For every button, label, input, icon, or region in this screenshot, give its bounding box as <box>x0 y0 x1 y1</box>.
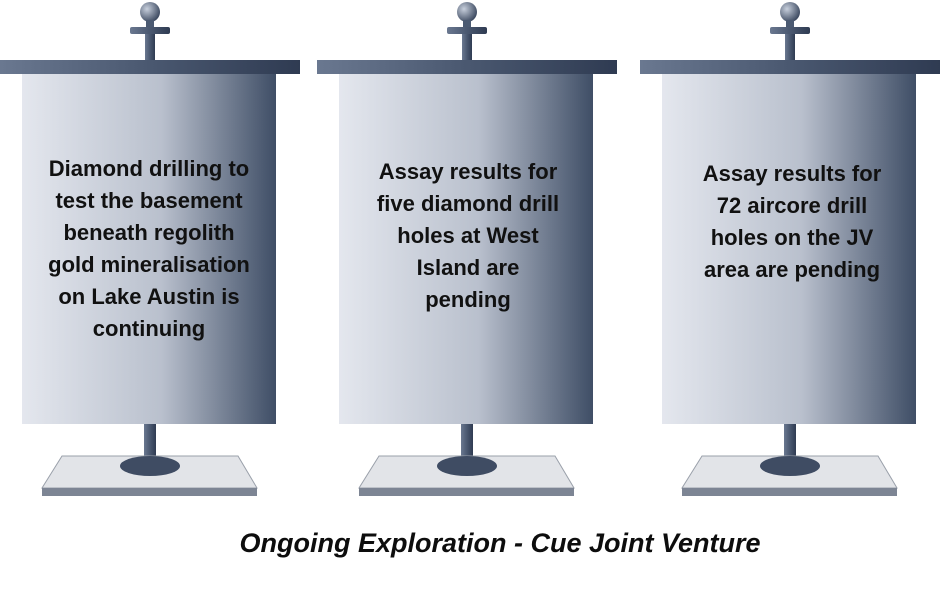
banner-stand-graphic <box>640 2 940 496</box>
banner-cloth <box>662 74 916 424</box>
pole-foot <box>437 456 497 476</box>
banner-text-1: Diamond drilling to test the basement be… <box>48 156 250 341</box>
pole <box>461 424 473 458</box>
knob-icon <box>780 2 800 22</box>
slide-caption: Ongoing Exploration - Cue Joint Venture <box>239 528 761 558</box>
pole <box>784 424 796 458</box>
banner-stand-1: Diamond drilling to test the basement be… <box>0 0 300 500</box>
pole-foot <box>760 456 820 476</box>
top-rod <box>0 60 300 74</box>
banner-stand-graphic <box>317 2 617 496</box>
pole <box>144 424 156 458</box>
top-rod <box>317 60 617 74</box>
banner-stand-2: Assay results for five diamond drill hol… <box>317 0 617 500</box>
knob-icon <box>457 2 477 22</box>
knob-icon <box>140 2 160 22</box>
banner-text-3: Assay results for 72 aircore drill holes… <box>702 161 882 282</box>
banner-stand-graphic <box>0 2 300 496</box>
banner-cloth <box>22 74 276 424</box>
pole-foot <box>120 456 180 476</box>
banner-cloth <box>339 74 593 424</box>
banner-stand-3: Assay results for 72 aircore drill holes… <box>640 0 940 500</box>
banner-text-2: Assay results for five diamond drill hol… <box>376 159 560 312</box>
top-rod <box>640 60 940 74</box>
